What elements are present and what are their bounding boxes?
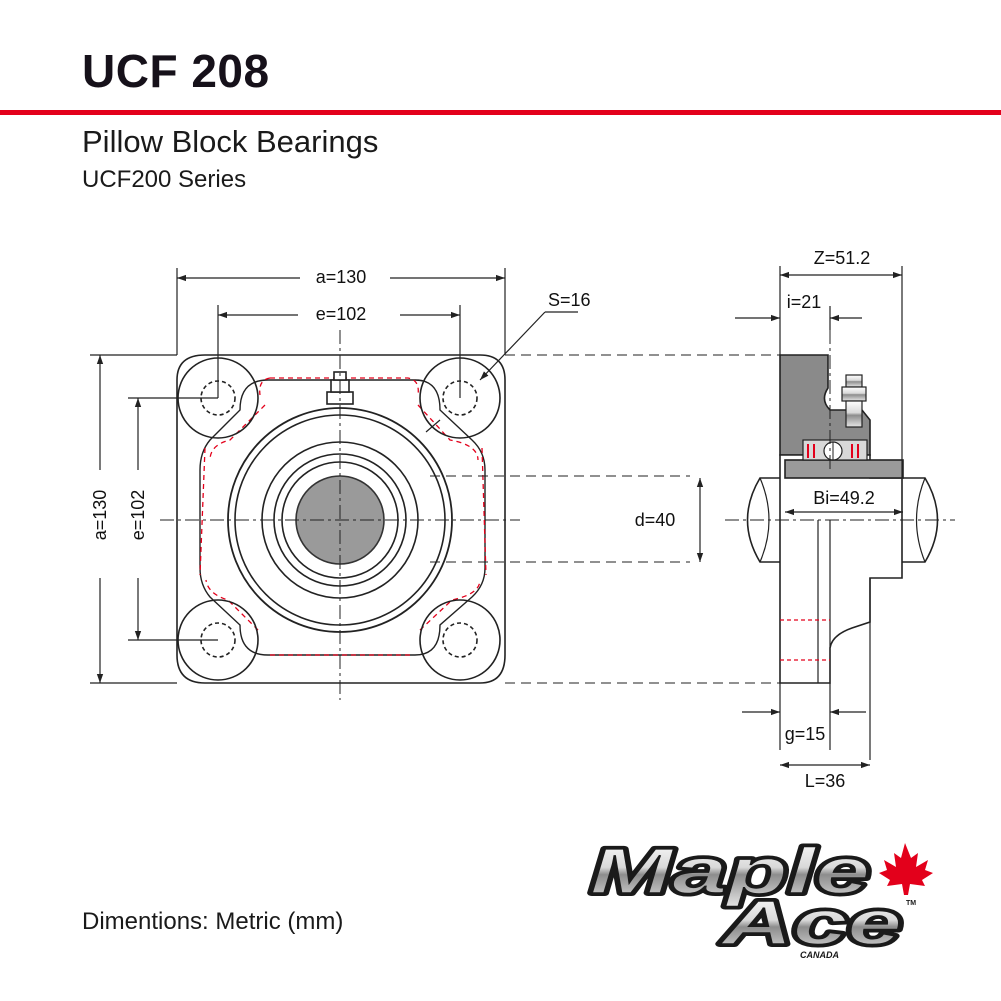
logo-trademark: TM — [906, 900, 916, 907]
dim-e-horizontal: e=102 — [316, 304, 367, 324]
front-view — [160, 330, 520, 700]
dim-g: g=15 — [785, 724, 826, 744]
product-series: UCF200 Series — [82, 166, 247, 193]
logo-line2: Ace — [719, 889, 902, 958]
side-dimension-labels: Z=51.2 i=21 d=40 Bi=49.2 g=15 L=36 — [635, 248, 875, 791]
dim-s: S=16 — [548, 290, 591, 310]
front-dimension-labels: a=130 e=102 S=16 a=130 e=102 — [90, 267, 591, 540]
dim-bi: Bi=49.2 — [813, 488, 875, 508]
svg-text:Maple: Maple — [590, 835, 870, 907]
dim-d: d=40 — [635, 510, 676, 530]
projection-lines — [430, 354, 780, 684]
side-dimensions — [696, 266, 903, 769]
grease-fitting-side — [841, 374, 867, 428]
dim-a-vertical: a=130 — [90, 490, 110, 541]
logo-country: CANADA — [800, 950, 839, 960]
bearing-section — [802, 439, 868, 461]
inner-ring-band — [784, 459, 904, 479]
page-title: UCF 208 — [82, 45, 270, 97]
dim-z: Z=51.2 — [814, 248, 871, 268]
maple-leaf-icon — [879, 843, 933, 895]
units-note: Dimentions: Metric (mm) — [82, 908, 344, 935]
front-dimensions — [90, 268, 578, 684]
svg-text:Ace: Ace — [719, 889, 902, 958]
dim-e-vertical: e=102 — [128, 490, 148, 541]
dim-l: L=36 — [805, 771, 846, 791]
housing-outline — [176, 354, 506, 684]
maple-ace-logo: Maple Maple Ace Ace CANADA TM — [587, 832, 933, 961]
dim-a-horizontal: a=130 — [316, 267, 367, 287]
header-rule — [0, 110, 1001, 115]
housing-top-section — [779, 354, 871, 456]
dim-i: i=21 — [787, 292, 822, 312]
logo-line1: Maple — [590, 835, 870, 907]
hidden-pocket-lines — [199, 377, 487, 656]
product-subtitle: Pillow Block Bearings — [82, 124, 379, 159]
bolt-hole-bottom-right — [419, 599, 501, 681]
